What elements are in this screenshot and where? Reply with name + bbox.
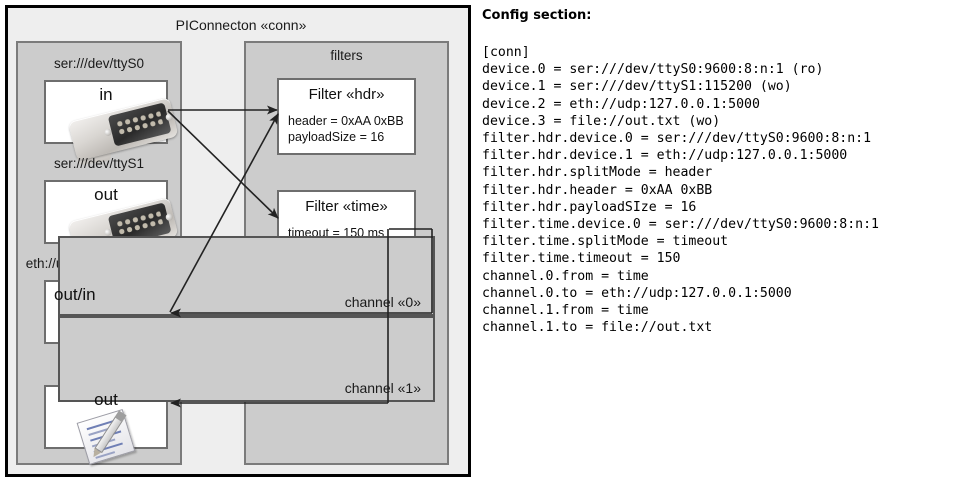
device-direction-file: out xyxy=(94,390,118,409)
filters-group-title: filters xyxy=(330,48,363,63)
channel-box-1[interactable]: channel «1» xyxy=(58,316,435,402)
device-direction-ttys1: out xyxy=(94,185,118,204)
filter-attrs-hdr: header = 0xAA 0xBB payloadSize = 16 xyxy=(288,113,404,145)
channel-label-1: channel «1» xyxy=(344,380,421,396)
filter-attr: header = 0xAA 0xBB xyxy=(288,114,404,128)
channel-label-0: channel «0» xyxy=(344,294,421,310)
filter-attr: payloadSize = 16 xyxy=(288,130,385,144)
config-text: [conn] device.0 = ser:///dev/ttyS0:9600:… xyxy=(482,45,879,336)
page-title: PIConnecton «conn» xyxy=(175,17,307,33)
device-node-file[interactable]: out xyxy=(44,385,168,466)
channel-box-0[interactable]: channel «0» xyxy=(58,236,435,316)
device-node-ttys1[interactable]: out xyxy=(44,180,179,266)
device-node-ttys0[interactable]: in xyxy=(44,80,179,166)
device-direction-ttys0: in xyxy=(99,85,113,104)
device-label-ttys1: ser:///dev/ttyS1 xyxy=(53,156,145,171)
device-direction-eth: out/in xyxy=(54,285,96,304)
config-heading: Config section: xyxy=(482,8,592,23)
device-label-ttys0: ser:///dev/ttyS0 xyxy=(53,56,145,71)
filter-title-time: Filter «time» xyxy=(305,198,388,215)
text-file-icon xyxy=(76,408,146,467)
filter-node-hdr[interactable]: Filter «hdr» header = 0xAA 0xBB payloadS… xyxy=(277,78,416,155)
filter-title-hdr: Filter «hdr» xyxy=(308,86,385,103)
